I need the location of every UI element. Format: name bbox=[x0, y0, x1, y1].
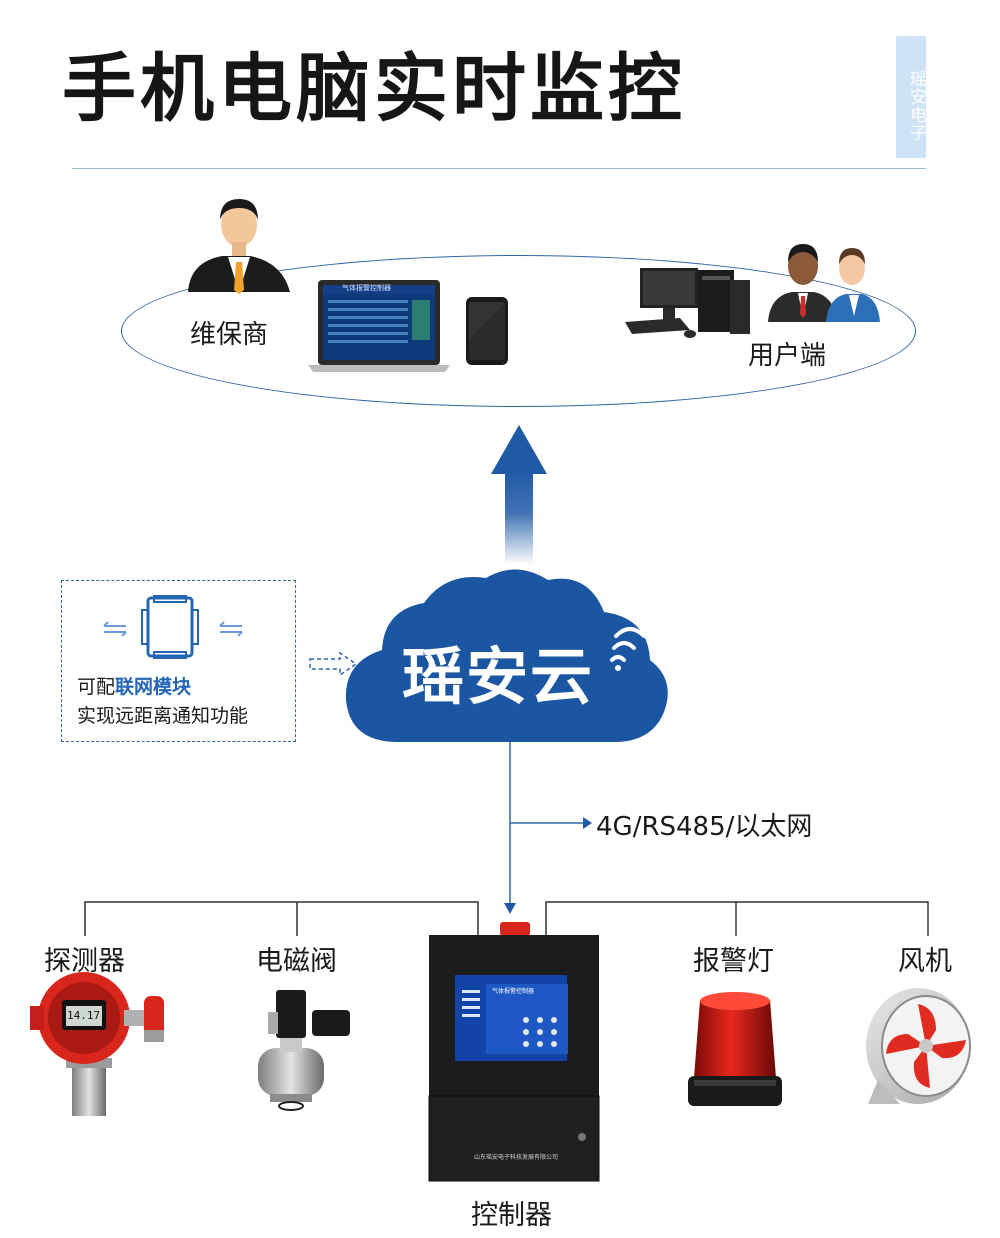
note-prefix: 可配 bbox=[77, 676, 116, 698]
alarm-light-label: 报警灯 bbox=[693, 946, 774, 977]
gas-detector-icon bbox=[30, 972, 164, 1116]
network-protocol-label: 4G/RS485/以太网 bbox=[596, 812, 813, 842]
fan-label: 风机 bbox=[898, 946, 952, 977]
laptop-screen-title: 气体报警控制器 bbox=[342, 284, 391, 292]
cloud-icon bbox=[345, 569, 668, 742]
title-divider bbox=[72, 168, 926, 169]
users-people-icon bbox=[768, 244, 880, 322]
controller-plate: 山东瑶安电子科技发展有限公司 bbox=[474, 1154, 559, 1161]
dashed-pointer-arrow bbox=[309, 651, 358, 677]
network-arrow-head bbox=[583, 817, 592, 829]
laptop-icon bbox=[308, 280, 450, 372]
brand-tag: 瑶安电子 bbox=[896, 36, 926, 158]
controller-label: 控制器 bbox=[471, 1200, 552, 1231]
fan-icon bbox=[866, 988, 971, 1104]
solenoid-valve-icon bbox=[258, 990, 350, 1111]
network-module-note-box bbox=[61, 580, 296, 742]
connection-lines bbox=[509, 742, 583, 905]
maintainer-label: 维保商 bbox=[190, 320, 269, 350]
device-bus-lines bbox=[84, 901, 929, 936]
page-title: 手机电脑实时监控 bbox=[62, 46, 686, 132]
note-line-2: 实现远距离通知功能 bbox=[77, 705, 249, 727]
upload-arrow-icon bbox=[491, 425, 547, 565]
controller-screen-title: 气体报警控制器 bbox=[492, 988, 535, 995]
valve-label: 电磁阀 bbox=[256, 946, 337, 977]
detector-reading: 14.17 bbox=[67, 1009, 101, 1022]
desktop-computer-icon bbox=[625, 268, 750, 338]
user-end-label: 用户端 bbox=[748, 341, 827, 371]
network-module-icon bbox=[103, 595, 243, 659]
monitor-group-ellipse bbox=[121, 255, 916, 407]
alarm-light-icon bbox=[688, 992, 782, 1106]
controller-cabinet-icon bbox=[428, 922, 600, 1182]
maintainer-person-icon bbox=[188, 199, 290, 294]
note-highlight: 联网模块 bbox=[115, 676, 192, 698]
controller-arrow-head bbox=[504, 903, 516, 914]
note-line-1: 可配联网模块 bbox=[77, 672, 191, 702]
cloud-label: 瑶安云 bbox=[402, 640, 595, 713]
smartphone-icon bbox=[466, 297, 508, 365]
detector-label: 探测器 bbox=[44, 946, 125, 977]
